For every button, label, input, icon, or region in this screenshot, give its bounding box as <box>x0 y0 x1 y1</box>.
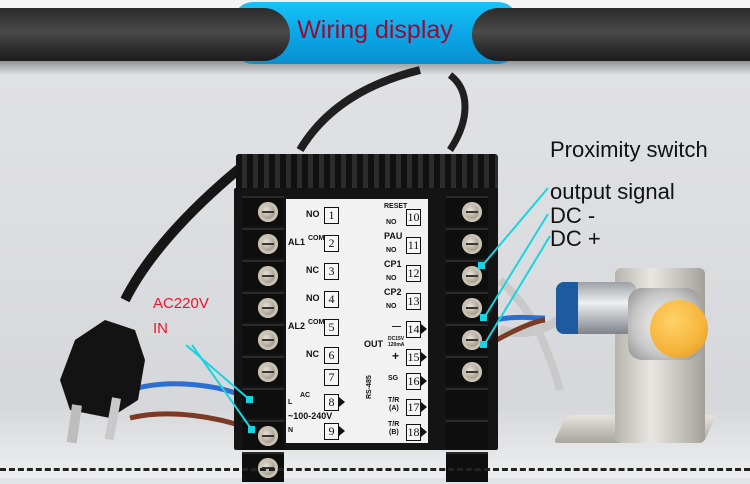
al1-label: AL1 <box>288 237 306 247</box>
al2-no-label: NO <box>306 293 320 303</box>
banner-cable-right <box>472 8 750 61</box>
rs485-a-sub: (A) <box>389 405 399 412</box>
input-reset-label: RESET <box>384 203 408 210</box>
left-terminal-block <box>242 196 284 484</box>
terminal-number: 4 <box>324 291 339 308</box>
power-ac-label: AC <box>300 392 311 399</box>
terminal-screw <box>446 228 488 258</box>
background-cable-2 <box>447 72 469 152</box>
signal-annotation: output signal <box>550 179 675 204</box>
leader-line-dc-minus <box>483 213 549 319</box>
ac-in-annotation: IN <box>153 320 168 337</box>
input-cp2-label: CP2 <box>384 287 402 297</box>
bottom-dashed-divider <box>0 468 750 471</box>
right-terminal-block <box>446 196 488 484</box>
leader-dot <box>478 262 485 269</box>
terminal-screw <box>446 196 488 226</box>
input-contact-label: NO <box>386 303 397 310</box>
output-label: OUT <box>364 339 383 349</box>
input-contact-label: NO <box>386 247 397 254</box>
terminal-empty <box>446 420 488 450</box>
terminal-number: 7 <box>324 369 339 386</box>
terminal-number: 11 <box>406 237 421 254</box>
power-range-label: ~100-240V <box>288 411 333 421</box>
terminal-screw <box>446 292 488 322</box>
terminal-number: 15 <box>406 349 427 366</box>
al2-nc-label: NC <box>306 349 319 359</box>
al2-com-label: COM <box>308 319 325 326</box>
terminal-number: 14 <box>406 321 427 338</box>
terminal-number: 12 <box>406 265 421 282</box>
rs485-a-label: T/R <box>388 397 400 404</box>
leader-dot <box>480 314 487 321</box>
terminal-number: 2 <box>324 235 339 252</box>
power-neutral-label: N <box>288 427 294 434</box>
plug-pin-right <box>104 397 121 441</box>
terminal-number: 6 <box>324 347 339 364</box>
leader-dot <box>480 341 487 348</box>
leader-dot <box>246 396 253 403</box>
terminal-screw <box>446 356 488 386</box>
terminal-screw <box>446 260 488 290</box>
plug-body <box>60 320 145 418</box>
ac-voltage-annotation: AC220V <box>153 295 209 312</box>
terminal-number: 9 <box>324 423 345 440</box>
rs485-b-sub: (B) <box>389 429 399 436</box>
dc-minus-annotation: DC - <box>550 203 596 228</box>
al2-label: AL2 <box>288 321 306 331</box>
leader-line-ac-l <box>185 344 251 401</box>
terminal-number: 8 <box>324 394 345 411</box>
terminal-number: 1 <box>324 207 339 224</box>
terminal-number: 3 <box>324 263 339 280</box>
terminal-screw <box>242 420 284 450</box>
terminal-screw <box>446 324 488 354</box>
leader-line-ac-n <box>191 344 253 431</box>
terminal-screw <box>242 356 284 386</box>
background-cable <box>296 66 421 153</box>
input-pau-label: PAU <box>384 231 403 241</box>
sensor-cap <box>650 300 708 358</box>
terminal-screw <box>242 228 284 258</box>
al1-com-label: COM <box>308 235 325 242</box>
terminal-number: 10 <box>406 209 421 226</box>
wiring-label-panel: NO 1 AL1 COM 2 NC 3 NO 4 AL2 COM 5 NC 6 … <box>286 199 428 443</box>
al1-no-label: NO <box>306 209 320 219</box>
terminal-screw <box>242 292 284 322</box>
terminal-empty <box>446 388 488 418</box>
terminal-empty <box>446 452 488 482</box>
al1-nc-label: NC <box>306 265 319 275</box>
rs485-b-label: T/R <box>388 421 400 428</box>
banner-title: Wiring display <box>297 16 453 44</box>
banner-cable-left <box>0 8 290 61</box>
terminal-number: 18 <box>406 424 427 441</box>
dc-plus-annotation: DC + <box>550 226 601 251</box>
terminal-number: 5 <box>324 319 339 336</box>
leader-dot <box>248 426 255 433</box>
sensor-barrel-ring <box>556 282 578 334</box>
common-sign: — <box>392 321 401 331</box>
sensor-title-annotation: Proximity switch <box>550 137 708 162</box>
output-spec-current: 120mA <box>388 342 405 348</box>
output-plus-sign: + <box>392 349 400 363</box>
input-cp1-label: CP1 <box>384 259 402 269</box>
leader-line-signal <box>481 187 549 267</box>
terminal-screw <box>242 324 284 354</box>
input-contact-label: NO <box>386 219 397 226</box>
banner-shadow <box>0 61 750 75</box>
terminal-number: 13 <box>406 293 421 310</box>
terminal-number: 17 <box>406 399 427 416</box>
power-line-label: L <box>288 399 293 406</box>
power-cord <box>120 156 254 303</box>
leader-line-dc-plus <box>483 235 551 346</box>
terminal-screw <box>242 260 284 290</box>
rs485-sg-label: SG <box>388 375 399 382</box>
output-spec-voltage: DC15V <box>388 336 405 342</box>
plug-pin-left <box>66 404 82 444</box>
terminal-screw <box>242 196 284 226</box>
input-contact-label: NO <box>386 275 397 282</box>
terminal-number: 16 <box>406 373 427 390</box>
controller-vent-top <box>236 154 498 190</box>
